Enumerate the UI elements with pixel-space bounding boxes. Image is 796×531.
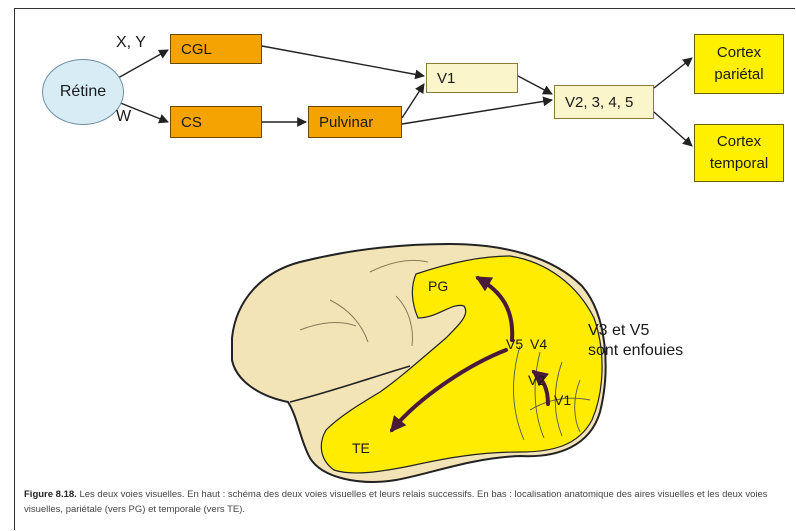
label-v4: V4 <box>530 336 548 352</box>
arrow-v1-v2 <box>517 75 553 95</box>
figure-frame <box>14 8 795 530</box>
label-v5: V5 <box>506 336 524 352</box>
retine-node: Rétine <box>42 59 124 125</box>
flow-arrows <box>117 45 693 147</box>
cortex-temporal-line2: temporal <box>709 155 769 172</box>
cortex-parietal-node: Cortex pariétal <box>694 34 784 94</box>
v1-v4-arrow <box>531 369 550 406</box>
arrow-pulvinar-v1 <box>401 83 425 119</box>
caption-text: Les deux voies visuelles. En haut : sché… <box>24 489 768 515</box>
arrow-retine-cgl <box>117 49 169 79</box>
cortex-parietal-line2: pariétal <box>714 66 764 83</box>
label-xy: X, Y <box>116 34 146 51</box>
arrow-v2-temporal <box>653 111 693 147</box>
figure-caption: Figure 8.18. Les deux voies visuelles. E… <box>24 488 794 517</box>
cs-node: CS <box>170 106 262 138</box>
label-w: W <box>116 108 132 125</box>
temporal-pathway-arrow <box>389 348 508 433</box>
arrow-cgl-v1 <box>261 45 425 80</box>
cortex-temporal-line1: Cortex <box>716 133 762 151</box>
cgl-label: CGL <box>181 40 212 58</box>
label-brain-v1: V1 <box>554 392 572 408</box>
brain-illustration <box>231 242 607 483</box>
parietal-pathway-arrow <box>475 276 515 342</box>
v1-node: V1 <box>426 63 518 93</box>
label-v2: V2 <box>528 372 546 388</box>
brain-sulci <box>299 259 429 347</box>
cs-label: CS <box>181 113 202 131</box>
pulvinar-node: Pulvinar <box>308 106 402 138</box>
retine-label: Rétine <box>59 83 107 100</box>
v2345-label: V2, 3, 4, 5 <box>565 93 634 111</box>
cgl-node: CGL <box>170 34 262 64</box>
label-te: TE <box>352 440 370 456</box>
pathway-arrows <box>389 276 550 433</box>
cortex-parietal-line1: Cortex <box>716 44 762 62</box>
arrow-retine-cs <box>117 101 169 124</box>
caption-figure-label: Figure 8.18. <box>24 489 77 500</box>
arrow-pulvinar-v2 <box>401 96 553 125</box>
pulvinar-label: Pulvinar <box>319 113 374 131</box>
buried-note-line2: sont enfouies <box>588 342 684 359</box>
v2345-node: V2, 3, 4, 5 <box>554 85 654 119</box>
lateral-sulcus <box>289 365 411 403</box>
arrow-v2-parietal <box>653 57 693 89</box>
cortex-temporal-node: Cortex temporal <box>694 124 784 182</box>
area-boundaries <box>513 345 591 441</box>
buried-note-line1: V3 et V5 <box>588 322 650 339</box>
v1-label: V1 <box>437 69 456 87</box>
label-pg: PG <box>428 278 449 294</box>
